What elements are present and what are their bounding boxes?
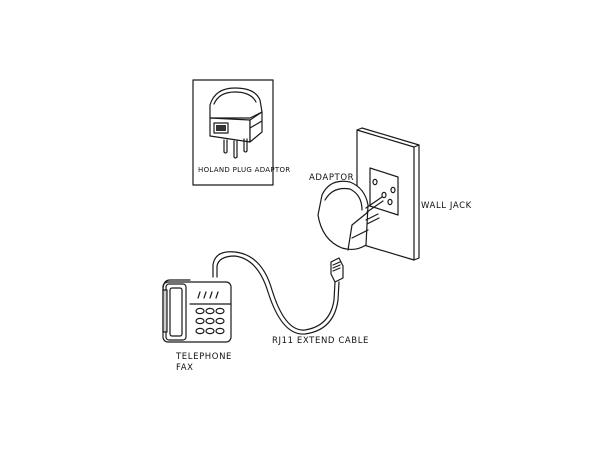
telephone-fax-device <box>162 279 232 343</box>
rj11-plug <box>330 257 344 283</box>
fax-label: FAX <box>176 363 194 373</box>
adaptor-device <box>317 180 384 251</box>
adaptor-label: ADAPTOR <box>309 173 355 183</box>
telephone-label: TELEPHONE <box>176 352 233 362</box>
rj11-cable <box>212 251 340 335</box>
wall-jack-label: WALL JACK <box>421 201 472 211</box>
plug-adaptor-icon <box>209 87 263 159</box>
cable-label: RJ11 EXTEND CABLE <box>272 336 370 346</box>
inset-plug-adaptor-panel <box>192 79 274 186</box>
inset-caption: HOLAND PLUG ADAPTOR <box>198 166 291 174</box>
